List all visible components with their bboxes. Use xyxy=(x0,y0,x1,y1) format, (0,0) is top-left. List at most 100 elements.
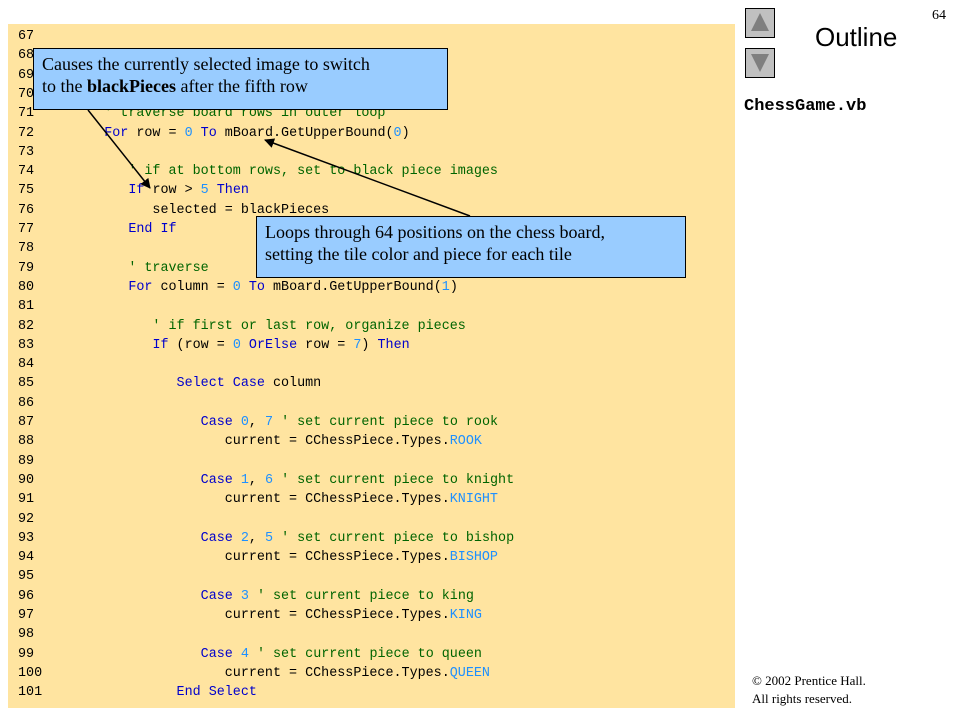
line-number: 97 xyxy=(18,608,35,623)
code-line: 96 Case 3 ' set current piece to king xyxy=(8,587,735,606)
line-number: 94 xyxy=(18,550,35,566)
previous-slide-button[interactable] xyxy=(745,8,775,38)
code-line: 72 For row = 0 To mBoard.GetUpperBound(0… xyxy=(8,124,735,143)
code-token: 5 xyxy=(264,530,274,546)
code-token: Case xyxy=(200,530,233,546)
code-token: To xyxy=(248,279,265,295)
code-line: 85 Select Case column xyxy=(8,374,735,393)
line-number: 67 xyxy=(18,29,35,44)
code-token: Then xyxy=(377,337,410,353)
code-token: 1 xyxy=(441,279,450,295)
code-line: 84 xyxy=(8,355,735,374)
callout-board-loop: Loops through 64 positions on the chess … xyxy=(256,216,686,278)
line-number: 69 xyxy=(18,67,35,83)
code-token: , xyxy=(248,415,265,430)
code-line: 74 ' if at bottom rows, set to black pie… xyxy=(8,162,735,181)
callout-text: after the fifth row xyxy=(175,76,308,96)
code-line: 88 current = CChessPiece.Types.ROOK xyxy=(8,432,735,451)
next-slide-button[interactable] xyxy=(745,48,775,78)
code-token: 6 xyxy=(264,472,274,488)
code-line: 91 current = CChessPiece.Types.KNIGHT xyxy=(8,490,735,509)
code-token: 0 xyxy=(240,415,249,430)
line-number: 75 xyxy=(18,183,35,199)
code-token: 1 xyxy=(240,472,249,488)
line-number: 93 xyxy=(18,530,35,546)
outline-link[interactable]: Outline xyxy=(815,22,898,52)
code-token xyxy=(233,647,241,662)
code-token: To xyxy=(200,125,217,141)
code-token xyxy=(209,183,217,198)
line-number: 76 xyxy=(18,202,35,218)
code-line: 87 Case 0, 7 ' set current piece to rook xyxy=(8,413,735,432)
code-token: current = CChessPiece.Types. xyxy=(56,492,450,508)
code-token: 3 xyxy=(240,588,249,604)
code-token: (row = xyxy=(168,337,233,353)
code-line: 77 End If xyxy=(8,220,735,239)
callout-board-loop-line1: Loops through 64 positions on the chess … xyxy=(265,222,605,242)
code-token: , xyxy=(248,472,265,488)
code-token xyxy=(56,338,152,353)
line-number: 87 xyxy=(18,415,35,430)
code-line: 80 For column = 0 To mBoard.GetUpperBoun… xyxy=(8,278,735,297)
code-token: 0 xyxy=(393,125,402,141)
code-token: ' set current piece to bishop xyxy=(273,530,515,546)
line-number: 72 xyxy=(18,125,35,141)
code-token: For xyxy=(104,125,129,141)
line-number: 92 xyxy=(18,511,35,527)
code-token xyxy=(56,589,201,604)
line-number: 81 xyxy=(18,299,35,315)
code-token: ' if at bottom rows, set to black piece … xyxy=(56,164,498,180)
code-token xyxy=(56,183,128,198)
copyright-line2: All rights reserved. xyxy=(752,691,853,706)
code-token xyxy=(56,376,177,391)
line-number: 83 xyxy=(18,337,35,353)
code-token: If xyxy=(128,183,145,199)
code-token: ) xyxy=(361,337,378,353)
line-number: 98 xyxy=(18,627,35,643)
code-token: Case xyxy=(200,588,233,604)
code-line: 79 ' traverse xyxy=(8,259,735,278)
code-token: Case xyxy=(200,646,233,662)
code-line: 78 xyxy=(8,239,735,258)
callout-text: to the xyxy=(42,76,87,96)
code-line: 100 current = CChessPiece.Types.QUEEN xyxy=(8,664,735,683)
code-token xyxy=(241,338,249,353)
code-token: Then xyxy=(216,183,249,199)
code-token: Case xyxy=(200,472,233,488)
code-token: row = xyxy=(297,337,354,353)
code-line: 93 Case 2, 5 ' set current piece to bish… xyxy=(8,529,735,548)
code-token: KING xyxy=(449,608,482,623)
line-number: 100 xyxy=(18,665,43,681)
code-line: 86 xyxy=(8,394,735,413)
line-number: 82 xyxy=(18,318,35,334)
code-line: 68 xyxy=(8,46,735,65)
code-token: mBoard.GetUpperBound( xyxy=(216,125,394,141)
code-token: 2 xyxy=(240,530,249,546)
code-line: 73 xyxy=(8,143,735,162)
copyright-notice: © 2002 Prentice Hall. All rights reserve… xyxy=(752,672,866,708)
line-number: 89 xyxy=(18,453,35,469)
callout-board-loop-line2: setting the tile color and piece for eac… xyxy=(265,244,572,264)
code-token: 7 xyxy=(353,337,362,353)
code-line: 92 xyxy=(8,510,735,529)
line-number: 68 xyxy=(18,48,35,64)
code-token: row > xyxy=(144,183,201,199)
code-line: 90 Case 1, 6 ' set current piece to knig… xyxy=(8,471,735,490)
code-token xyxy=(233,473,241,488)
line-number: 79 xyxy=(18,260,35,276)
code-token xyxy=(56,415,201,430)
code-token: 7 xyxy=(264,415,274,430)
code-token: BISHOP xyxy=(449,550,498,566)
code-token: For xyxy=(128,279,153,295)
code-token: ' set current piece to queen xyxy=(248,646,482,662)
code-token xyxy=(193,126,201,141)
code-line: 98 xyxy=(8,625,735,644)
callout-black-pieces-line1: Causes the currently selected image to s… xyxy=(42,54,370,74)
code-token: current = CChessPiece.Types. xyxy=(56,434,450,450)
code-token: QUEEN xyxy=(449,665,490,681)
line-number: 70 xyxy=(18,86,35,102)
code-line: 97 current = CChessPiece.Types.KING xyxy=(8,606,735,625)
page-number: 64 xyxy=(932,8,946,23)
code-line: 83 If (row = 0 OrElse row = 7) Then xyxy=(8,336,735,355)
line-number: 73 xyxy=(18,144,35,160)
